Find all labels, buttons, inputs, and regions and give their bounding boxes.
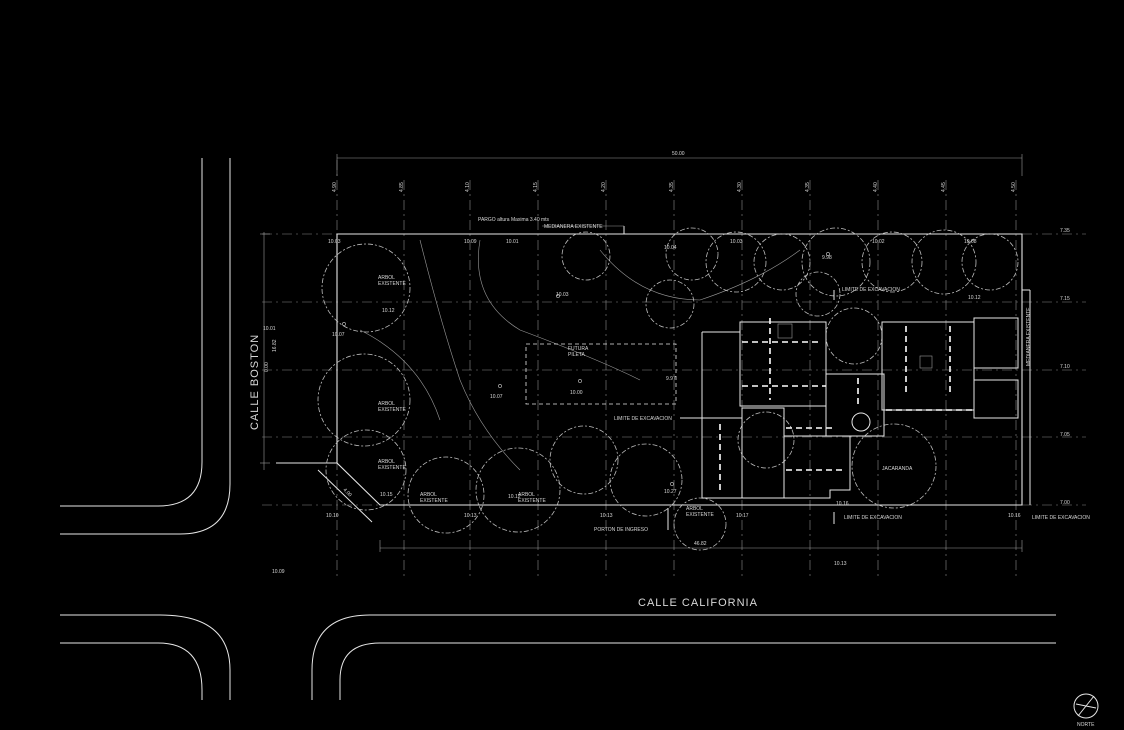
right-level-1: 7.35 [1060,228,1070,234]
dim-chamfer: 4.00 [342,487,353,498]
spot-t: 10.27 [664,489,677,495]
spot-levels: 10.03 10.09 10.01 10.04 10.03 9.98 10.02… [272,239,1021,575]
spot-k: 10.12 [382,308,395,314]
spot-u: 10.17 [736,513,749,519]
top-offset-7: 4.30 [737,182,743,192]
top-offset-labels: 4.90 4.85 4.10 4.15 4.20 4.35 4.30 4.35 … [332,182,1017,192]
grid-axes [262,160,1086,580]
right-level-labels: 7.35 7.15 7.10 7.05 7.00 [1060,228,1070,506]
spot-s: 10.13 [600,513,613,519]
spot-l: 10.07 [332,332,345,338]
spot-p: 10.15 [380,492,393,498]
right-level-3: 7.10 [1060,364,1070,370]
top-offset-9: 4.40 [873,182,879,192]
top-offset-10: 4.45 [941,182,947,192]
top-offset-2: 4.85 [399,182,405,192]
street-boston-small: 0.00 [264,362,270,372]
tree-label-6b: EXISTENTE [686,512,714,518]
pool-futura: FUTURA [568,346,589,352]
pool-pileta: PILETA [568,352,586,358]
top-offset-5: 4.20 [601,182,607,192]
top-offset-1: 4.90 [332,182,338,192]
spot-d: 10.04 [664,245,677,251]
street-boston: CALLE BOSTON [249,334,261,430]
spot-i: 10.12 [968,295,981,301]
lot-boundary [276,233,1031,523]
dim-top-total: 50.00 [672,151,685,157]
north-label: NORTE [1077,722,1095,728]
spot-r: 10.13 [464,513,477,519]
top-offset-8: 4.35 [805,182,811,192]
spot-a: 10.03 [328,239,341,245]
medianera-top: MEDIANERA EXISTENTE [544,224,603,230]
dim-bottom-front: 46.82 [694,541,707,547]
spot-j: 10.03 [556,292,569,298]
spot-m: 10.07 [490,394,503,400]
tree-label-5a: ARBOL [518,492,535,498]
porton-ingreso: PORTON DE INGRESO [594,527,648,533]
spot-z: 10.09 [272,569,285,575]
medianera-right: MEDIANERA EXISTENTE [1026,307,1032,366]
tree-label-2a: ARBOL [378,401,395,407]
tree-label-4a: ARBOL [420,492,437,498]
tree-label-5b: EXISTENTE [518,498,546,504]
limite-excavacion-4: LIMITE DE EXCAVACION [1032,515,1090,521]
spot-o: 9.97 [666,376,676,382]
jacaranda-label: JACARANDA [882,466,913,472]
top-offset-11: 4.50 [1011,182,1017,192]
dim-left-sub: 10.01 [263,326,276,332]
right-level-2: 7.15 [1060,296,1070,302]
right-level-5: 7.00 [1060,500,1070,506]
top-offset-3: 4.10 [465,182,471,192]
spot-h: 10.08 [964,239,977,245]
top-offset-4: 4.15 [533,182,539,192]
leader-lines [542,225,835,530]
limite-excavacion-3: LIMITE DE EXCAVACION [844,515,902,521]
building [701,317,1019,499]
limite-excavacion-1: LIMITE DE EXCAVACION [842,287,900,293]
north-arrow-icon [1073,693,1099,719]
spot-y: 10.13 [834,561,847,567]
dimension-lines [260,154,1023,552]
spot-x: 10.10 [326,513,339,519]
right-level-4: 7.05 [1060,432,1070,438]
street-california: CALLE CALIFORNIA [638,597,758,609]
dim-left-depth: 16.82 [272,339,278,352]
spot-q: 10.12 [508,494,521,500]
tree-label-1a: ARBOL [378,275,395,281]
tree-label-6a: ARBOL [686,506,703,512]
spot-e: 10.03 [730,239,743,245]
tree-label-2b: EXISTENTE [378,407,406,413]
future-pool [525,343,677,405]
top-offset-6: 4.35 [669,182,675,192]
spot-b: 10.09 [464,239,477,245]
spot-v: 10.16 [836,501,849,507]
limite-excavacion-2: LIMITE DE EXCAVACION [614,416,672,422]
spot-g: 10.02 [872,239,885,245]
spot-c: 10.01 [506,239,519,245]
survey-points [342,252,830,486]
spot-f: 9.98 [822,255,832,261]
tree-label-4b: EXISTENTE [420,498,448,504]
street-curbs [60,158,1056,700]
tree-label-3b: EXISTENTE [378,465,406,471]
spot-n: 10.00 [570,390,583,396]
pargo-note: PARGO altura Maxima 3.40 mts [478,217,550,223]
terrain-contours [359,239,801,471]
tree-label-1b: EXISTENTE [378,281,406,287]
spot-w: 10.16 [1008,513,1021,519]
tree-label-3a: ARBOL [378,459,395,465]
